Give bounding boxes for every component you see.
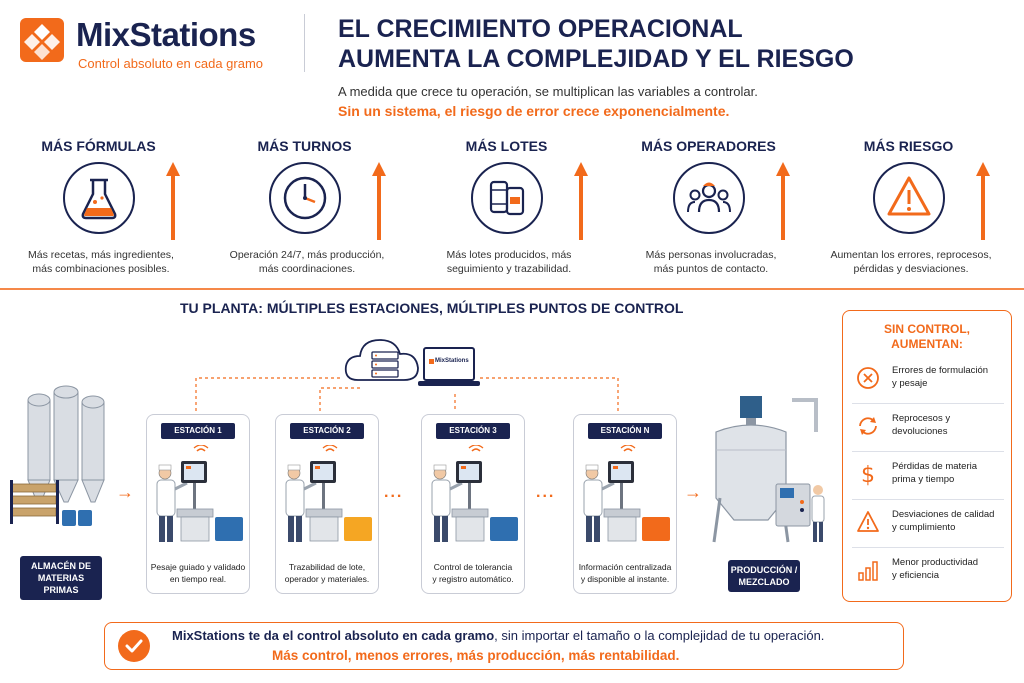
warning-icon (873, 162, 945, 234)
metric-description: Operación 24/7, más producción,más coord… (229, 249, 385, 275)
network-connection-lines (195, 377, 619, 412)
metric-description: Más recetas, más ingredientes,más combin… (28, 249, 174, 275)
barrels-icon (471, 162, 543, 234)
metric-operators: MÁS OPERADORES Más personas involucradas… (626, 134, 826, 284)
page-highlight: Sin un sistema, el riesgo de error crece… (338, 103, 730, 119)
metric-risk: MÁS RIESGO Aumentan los errores, reproce… (826, 134, 1024, 284)
arrow-up-icon (372, 162, 386, 240)
arrow-up-icon (776, 162, 790, 240)
ellipsis-separator: ... (536, 484, 556, 501)
mixer-tank-illustration (706, 392, 832, 552)
metric-title: MÁS FÓRMULAS (41, 138, 156, 154)
metric-title: MÁS RIESGO (863, 138, 954, 154)
metric-shifts: MÁS TURNOS Operación 24/7, más producció… (222, 134, 422, 284)
warning-icon (856, 510, 880, 534)
metric-title: MÁS LOTES (465, 138, 548, 154)
brand-logo-icon (20, 18, 64, 62)
metric-formulas: MÁS FÓRMULAS Más recetas, más ingredient… (16, 134, 216, 284)
checkmark-icon (118, 630, 150, 662)
no-control-title: SIN CONTROL,AUMENTAN: (884, 322, 970, 351)
brand-name: MixStations (76, 16, 256, 53)
cloud-server-icon (340, 328, 430, 388)
arrow-up-icon (976, 162, 990, 240)
station-badge: ESTACIÓN 3 (436, 423, 510, 439)
ellipsis-separator: ... (384, 484, 404, 501)
operator-scale-illustration (151, 444, 247, 555)
flow-arrow-icon: → (116, 482, 134, 502)
metric-description: Aumentan los errores, reprocesos,pérdida… (830, 249, 992, 275)
laptop-icon: MixStations (418, 346, 480, 392)
bottom-banner (104, 622, 904, 670)
dollar-icon: $ (856, 462, 880, 488)
bin-shape (215, 517, 243, 541)
clock-icon (269, 162, 341, 234)
operator-scale-illustration (578, 444, 674, 555)
brand-tagline: Control absoluto en cada gramo (78, 56, 264, 71)
station-card-2: ESTACIÓN 2 Trazabilidad de lote,operador… (275, 414, 379, 594)
station-badge: ESTACIÓN 1 (161, 423, 235, 439)
page-title: EL CRECIMIENTO OPERACIONAL AUMENTA LA CO… (338, 15, 854, 73)
bar-chart-icon (856, 558, 880, 582)
flow-arrow-icon: → (684, 482, 702, 502)
plant-section-title: TU PLANTA: MÚLTIPLES ESTACIONES, MÚLTIPL… (180, 300, 684, 316)
flask-icon (63, 162, 135, 234)
banner-statement: MixStations te da el control absoluto en… (172, 628, 825, 643)
metric-title: MÁS OPERADORES (641, 138, 776, 154)
operator-scale-illustration (280, 444, 376, 555)
production-label: PRODUCCIÓN /MEZCLADO (728, 560, 800, 592)
laptop-brand-label: MixStations (435, 358, 469, 364)
station-badge: ESTACIÓN N (588, 423, 662, 439)
x-circle-icon (856, 366, 880, 390)
arrow-up-icon (574, 162, 588, 240)
people-icon (673, 162, 745, 234)
svg-text:$: $ (861, 463, 875, 486)
warehouse-illustration (10, 384, 114, 544)
no-control-panel (842, 310, 1012, 602)
header-divider (304, 14, 305, 72)
station-badge: ESTACIÓN 2 (290, 423, 364, 439)
metric-title: MÁS TURNOS (257, 138, 352, 154)
banner-tagline: Más control, menos errores, más producci… (272, 648, 680, 663)
metric-description: Más personas involucradas,más puntos de … (645, 249, 777, 275)
station-description: Trazabilidad de lote,operador y material… (284, 562, 370, 584)
page-subtitle: A medida que crece tu operación, se mult… (338, 84, 758, 99)
refresh-icon (856, 414, 880, 438)
operator-scale-illustration (426, 444, 522, 555)
section-divider (0, 288, 1024, 290)
arrow-up-icon (166, 162, 180, 240)
